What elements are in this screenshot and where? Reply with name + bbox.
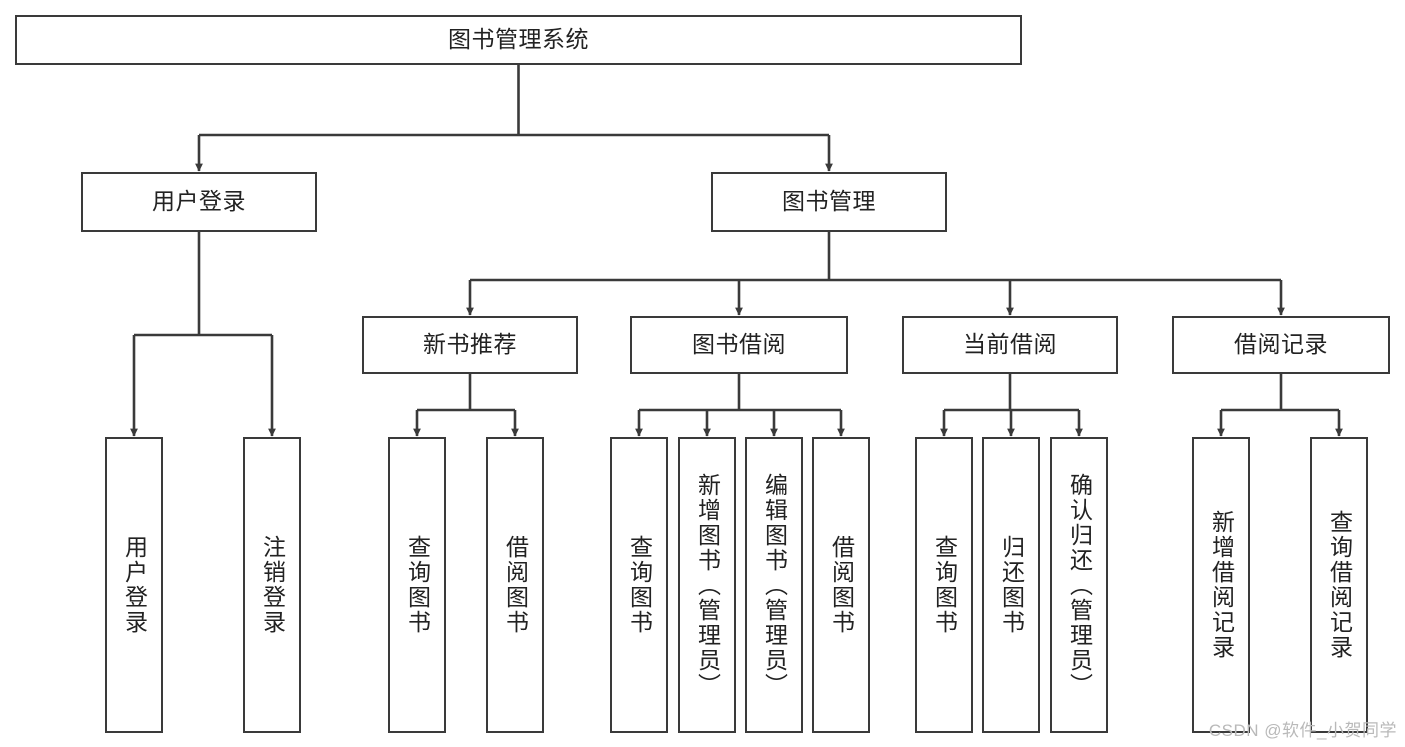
node-leaf-query-book-3[interactable]: 查询图书 [915,437,973,733]
node-leaf-user-logout[interactable]: 注销登录 [243,437,301,733]
node-leaf-user-logout-label: 注销登录 [259,535,286,635]
node-leaf-query-book-1-label: 查询图书 [404,535,431,635]
watermark: CSDN @软件_小贺同学 [1208,721,1397,740]
node-root[interactable]: 图书管理系统 [15,15,1022,65]
node-leaf-borrow-book-2[interactable]: 借阅图书 [812,437,870,733]
node-user-login-label: 用户登录 [152,188,246,215]
node-book-manage[interactable]: 图书管理 [711,172,947,232]
node-new-book-rec-label: 新书推荐 [423,331,517,358]
node-leaf-return-book-label: 归还图书 [998,535,1025,635]
node-leaf-add-record-label: 新增借阅记录 [1208,510,1235,660]
node-leaf-add-record[interactable]: 新增借阅记录 [1192,437,1250,733]
node-leaf-user-login[interactable]: 用户登录 [105,437,163,733]
node-borrow-record[interactable]: 借阅记录 [1172,316,1390,374]
node-book-borrow-label: 图书借阅 [692,331,786,358]
node-borrow-record-label: 借阅记录 [1234,331,1328,358]
node-leaf-borrow-book-1-label: 借阅图书 [502,535,529,635]
node-leaf-query-record[interactable]: 查询借阅记录 [1310,437,1368,733]
node-leaf-query-book-2-label: 查询图书 [626,535,653,635]
node-user-login[interactable]: 用户登录 [81,172,317,232]
node-leaf-edit-book-label: 编辑图书（管理员） [761,472,788,698]
node-leaf-confirm-return-label: 确认归还（管理员） [1066,472,1093,698]
node-leaf-query-book-3-label: 查询图书 [931,535,958,635]
node-leaf-borrow-book-2-label: 借阅图书 [828,535,855,635]
node-leaf-query-book-1[interactable]: 查询图书 [388,437,446,733]
node-current-borrow[interactable]: 当前借阅 [902,316,1118,374]
node-root-label: 图书管理系统 [448,26,589,53]
node-book-manage-label: 图书管理 [782,188,876,215]
node-leaf-add-book[interactable]: 新增图书（管理员） [678,437,736,733]
node-leaf-return-book[interactable]: 归还图书 [982,437,1040,733]
node-leaf-query-record-label: 查询借阅记录 [1326,510,1353,660]
node-leaf-edit-book[interactable]: 编辑图书（管理员） [745,437,803,733]
node-leaf-borrow-book-1[interactable]: 借阅图书 [486,437,544,733]
node-new-book-rec[interactable]: 新书推荐 [362,316,578,374]
node-book-borrow[interactable]: 图书借阅 [630,316,848,374]
node-current-borrow-label: 当前借阅 [963,331,1057,358]
node-leaf-query-book-2[interactable]: 查询图书 [610,437,668,733]
node-leaf-add-book-label: 新增图书（管理员） [694,472,721,698]
node-leaf-confirm-return[interactable]: 确认归还（管理员） [1050,437,1108,733]
node-leaf-user-login-label: 用户登录 [121,535,148,635]
